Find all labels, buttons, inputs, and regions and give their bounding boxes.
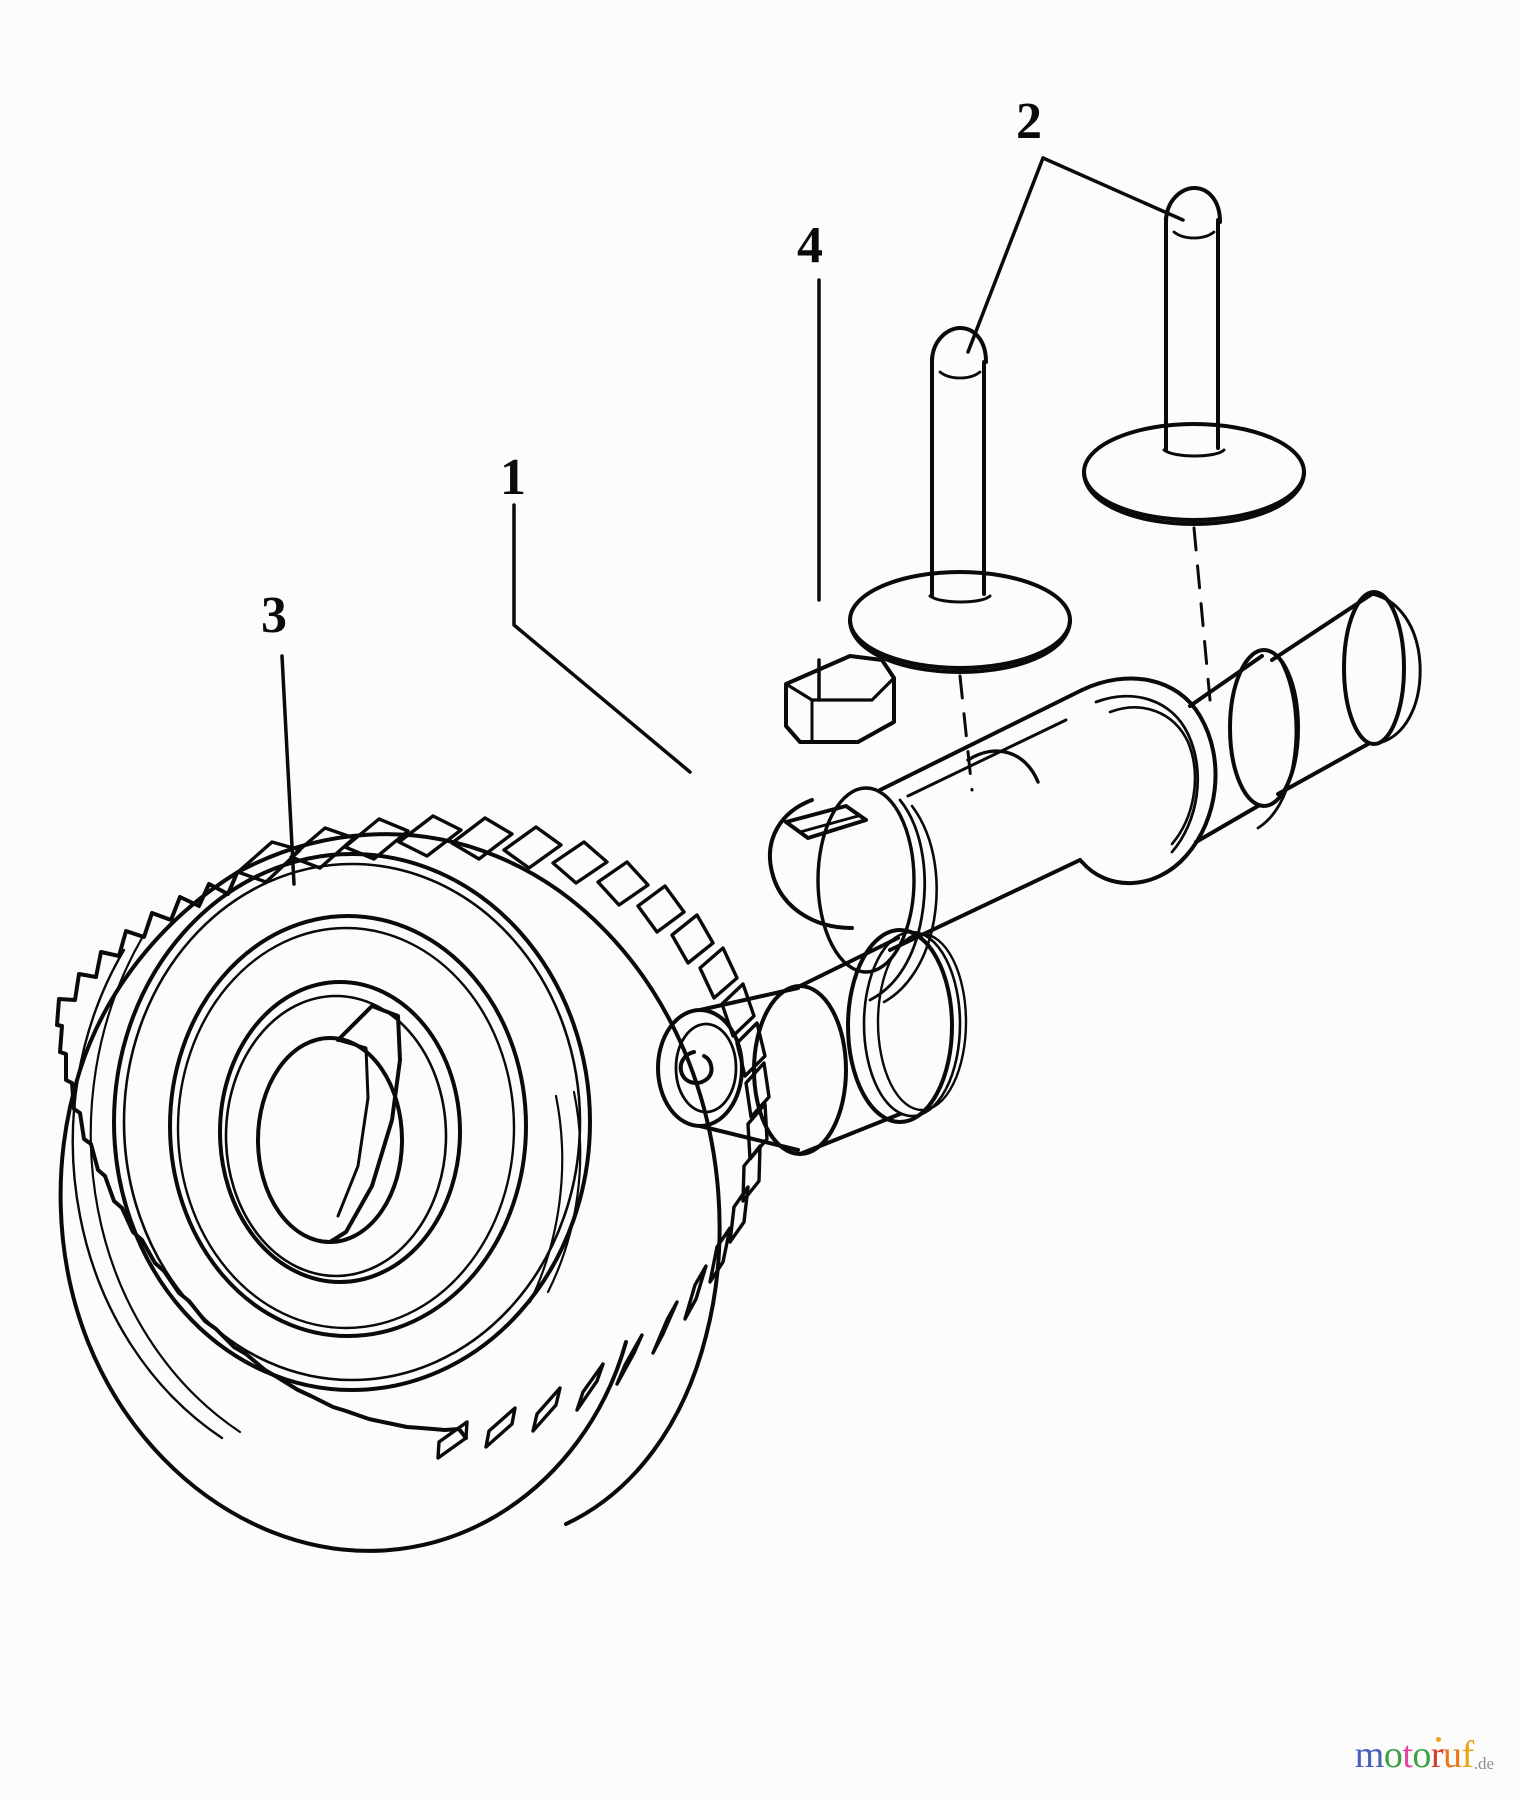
camshaft-journal-2: [1228, 648, 1300, 808]
valve-tappet-right: [1082, 186, 1306, 526]
tappet-right-stem-top-inner: [1172, 230, 1216, 240]
camshaft-end-face: [1342, 590, 1406, 746]
gear-hub-outer: [168, 914, 528, 1338]
camshaft-lobe-2-inner1: [1094, 694, 1200, 854]
wm-letter-f: f: [1461, 1734, 1475, 1776]
camshaft-end-bot: [1276, 742, 1370, 796]
wm-letter-o1: o: [1383, 1734, 1403, 1776]
gear-rim-arc-1: [71, 948, 224, 1440]
tappet-right-stem-top: [1164, 186, 1222, 224]
camshaft-journal-1c: [882, 804, 938, 1004]
camshaft-journal-1b: [868, 798, 926, 1002]
camshaft-collar-face: [846, 928, 954, 1124]
gear-keyway-inner: [336, 1038, 370, 1218]
tappet-left-disc: [848, 570, 1072, 670]
tappet-right-stem-fillet: [1162, 448, 1226, 458]
camshaft-journal-2-top: [1188, 654, 1264, 708]
tappet-left-stem-top-inner: [938, 370, 982, 380]
camshaft-end-cap: [1370, 592, 1422, 746]
camshaft-journal-2-bot: [1194, 804, 1260, 844]
gear-root-circle: [112, 852, 592, 1392]
wm-suffix-de: .de: [1473, 1754, 1494, 1773]
tappet-left-disc-thickness: [848, 618, 1072, 674]
gear-rim-arc-2: [89, 936, 242, 1434]
callout-number-2: 2: [1016, 93, 1042, 150]
camshaft-collar-face-2: [862, 930, 962, 1118]
timing-gear: [55, 814, 771, 1553]
tappet-right-disc-thickness: [1082, 470, 1306, 526]
camshaft-nose-shoulder: [752, 984, 848, 1156]
gear-face-arc-1: [528, 1094, 564, 1304]
gear-root-circle-inner: [122, 862, 582, 1382]
camshaft-journal-2b: [1256, 654, 1298, 830]
wm-accent-dot: [1436, 1737, 1441, 1742]
callout-number-4: 4: [797, 217, 823, 274]
wm-letter-o2: o: [1412, 1734, 1431, 1776]
camshaft-center-hole: [678, 1050, 714, 1085]
leader-line-2a: [966, 156, 1045, 354]
tappet-left-stem-fillet: [928, 594, 992, 604]
gear-hub-outer-2: [176, 926, 516, 1330]
wm-letter-t: t: [1402, 1734, 1413, 1776]
camshaft-shoulder-1: [768, 798, 854, 930]
gear-face-arc-2: [546, 1090, 582, 1294]
wm-letter-u: u: [1443, 1734, 1462, 1776]
tappet-right-disc: [1082, 422, 1306, 522]
camshaft-nose-face-inner: [674, 1022, 738, 1114]
leader-line-2b: [1041, 156, 1185, 222]
camshaft-journal-1: [816, 786, 916, 974]
camshaft-collar-body: [798, 936, 902, 1156]
camshaft-lobe-1: [966, 749, 1040, 784]
camshaft-body-top: [878, 688, 1084, 792]
wm-letter-m: m: [1354, 1734, 1385, 1776]
motoruf-watermark: motoruf.de: [1355, 1735, 1494, 1782]
camshaft-nose-face: [656, 1008, 744, 1128]
gear-center-bore: [256, 1036, 404, 1244]
assembly-alignment-lines: [958, 526, 1212, 792]
callout-number-1: 1: [500, 449, 526, 506]
camshaft-lobe-2-inner2: [1108, 706, 1197, 846]
gear-hub-ring-2: [224, 994, 448, 1278]
align-line-right-tappet: [1192, 526, 1212, 702]
camshaft: [656, 590, 1422, 1156]
leader-line-1: [512, 503, 692, 774]
callout-number-3: 3: [261, 587, 287, 644]
shaft-key: [784, 654, 896, 744]
gear-teeth-near-edge: [55, 871, 468, 1440]
wm-letter-r: r: [1430, 1734, 1444, 1776]
gear-hub-ring: [218, 980, 462, 1284]
gear-tooth-flanks: [236, 814, 771, 1460]
gear-keyway: [328, 1004, 402, 1244]
leader-lines: [280, 156, 1185, 886]
camshaft-lobe-2: [1078, 676, 1218, 885]
gear-tooth-outline: [58, 832, 722, 1553]
camshaft-body-bottom: [888, 858, 1082, 952]
camshaft-body-edge: [906, 718, 1068, 798]
valve-tappet-left: [848, 326, 1072, 674]
tappet-left-stem-top: [930, 326, 988, 364]
align-line-left-tappet: [958, 674, 974, 792]
